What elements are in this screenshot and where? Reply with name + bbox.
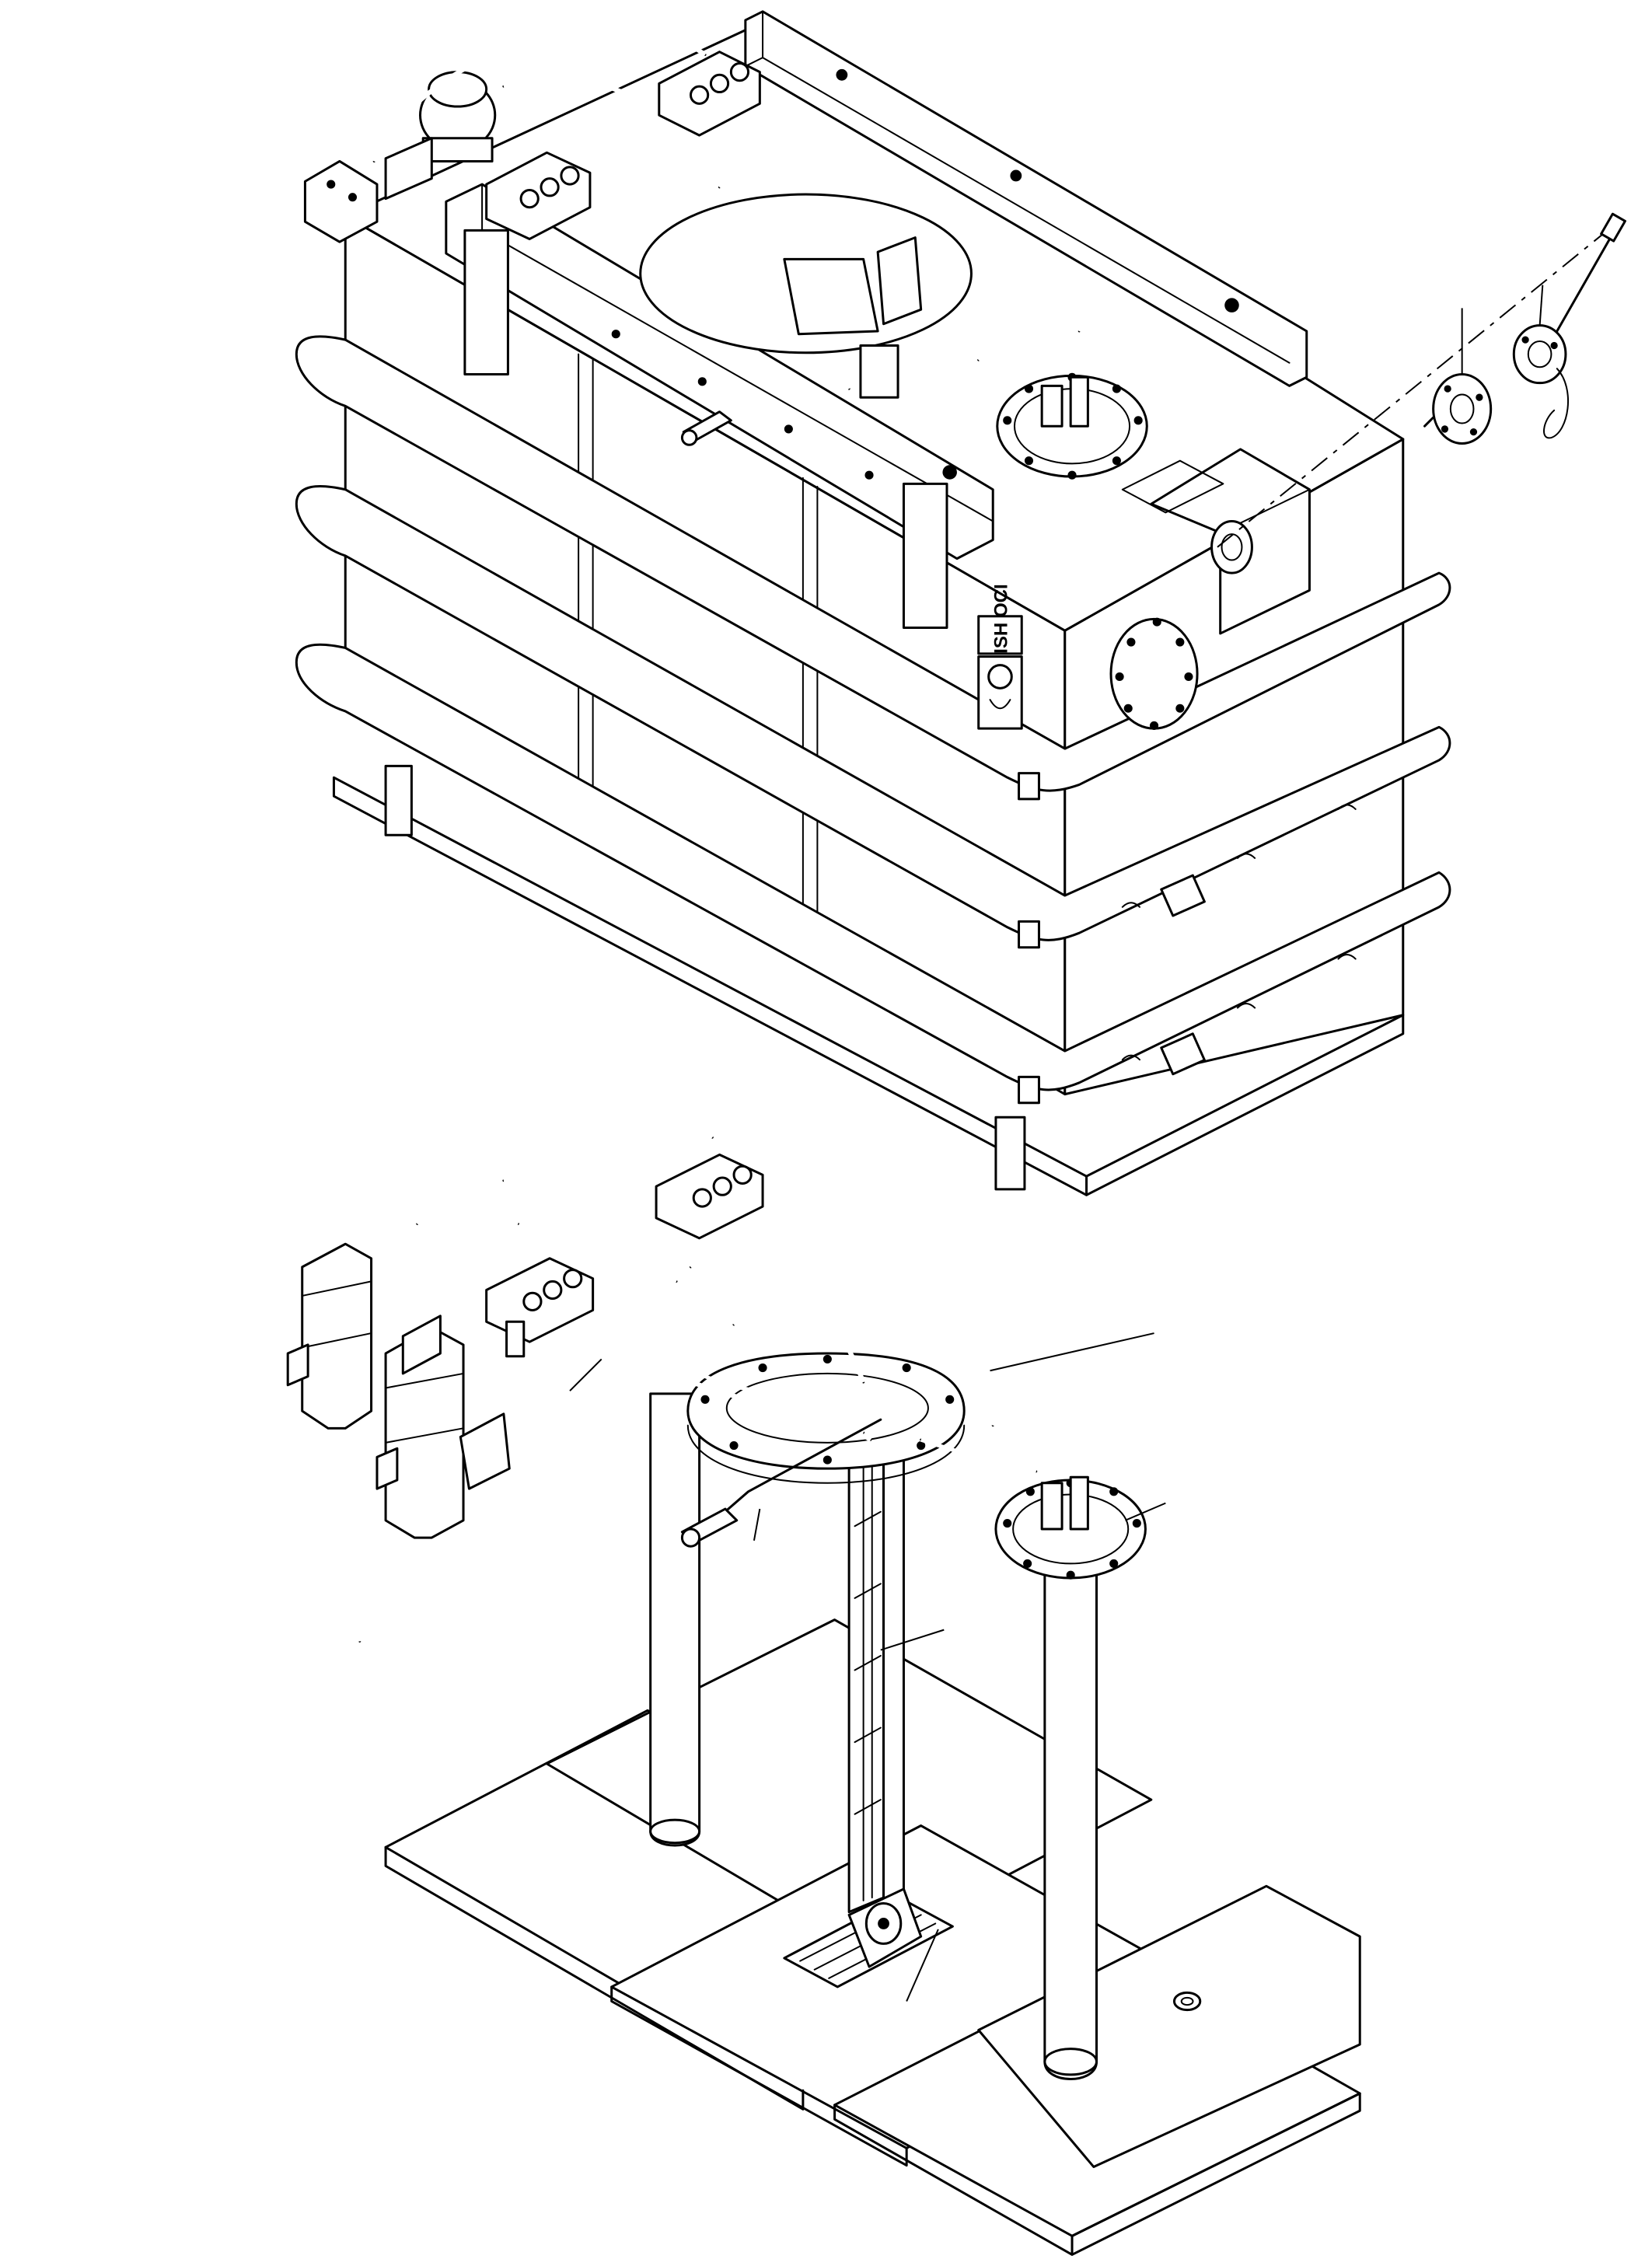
tank-skid	[334, 766, 1402, 1195]
tank-sensor	[682, 412, 731, 445]
fill-cap	[1514, 214, 1625, 438]
tank-left-bracket	[305, 161, 377, 242]
front-rail	[446, 184, 993, 627]
internal-assembly	[288, 1106, 1360, 2255]
internal-manifold-blocks	[487, 1154, 763, 1356]
fill-cap-parts	[1217, 214, 1625, 547]
internal-hoses	[354, 1106, 1036, 1642]
column-flange	[996, 1477, 1146, 1580]
fill-adapter	[1425, 375, 1491, 444]
level-sensor	[682, 1509, 736, 1546]
tank-plate-text: ISH OCI	[991, 584, 1012, 654]
suction-column	[784, 1426, 953, 1987]
tank-label-plate: ISH OCI	[979, 584, 1022, 728]
end-inspection-cover	[1111, 618, 1197, 730]
callout-leaders	[570, 1333, 1165, 2001]
support-columns	[651, 1394, 1097, 2079]
tank-assembly: ISH OCI	[296, 12, 1450, 1195]
fill-port-housing	[1123, 449, 1310, 634]
tank-flanges	[296, 337, 1450, 1103]
tank-pump-flange	[641, 194, 972, 397]
tank-manifold-blocks	[487, 52, 760, 239]
tank-access-flange	[997, 372, 1147, 480]
breather-cap	[386, 72, 495, 199]
center-flange	[688, 1353, 964, 1483]
filter-housings	[288, 1244, 509, 1538]
